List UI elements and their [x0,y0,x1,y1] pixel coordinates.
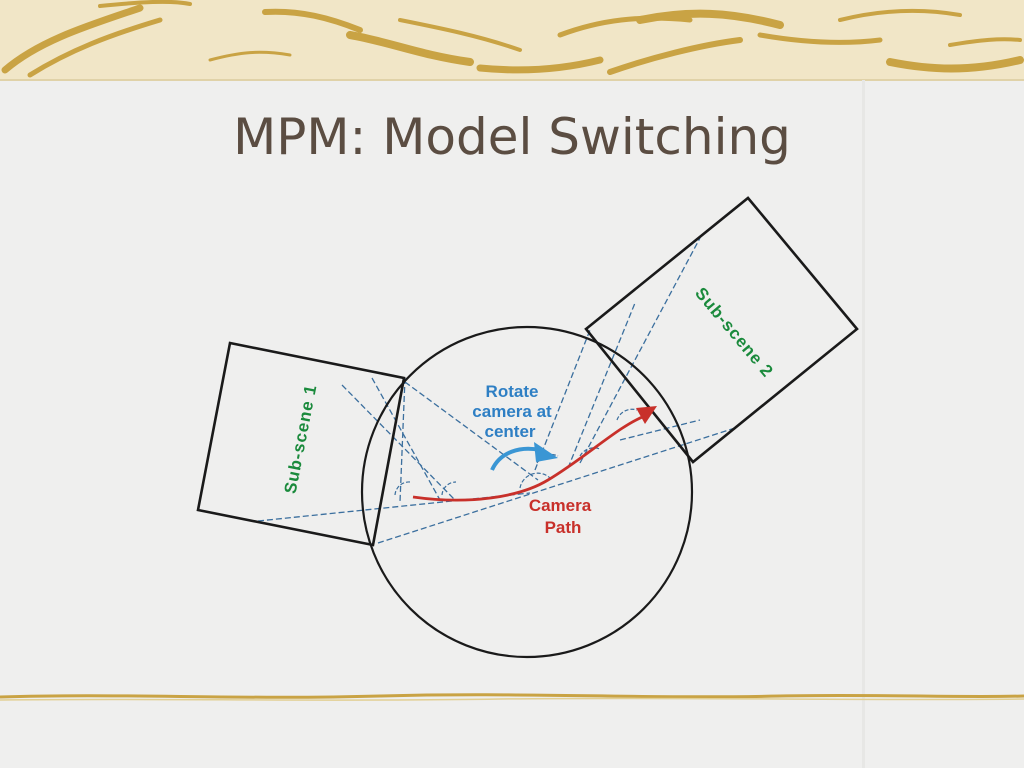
slide-title: MPM: Model Switching [233,108,791,166]
rotate-arrow-head [534,442,558,462]
sub-scene-1-label: Sub-scene 1 [281,383,321,496]
rotate-label-line1: Rotate [486,382,539,401]
camera-path-label-line1: Camera [529,496,592,515]
sub-scene-2-box [584,196,859,464]
bottom-border-decoration [0,693,1024,701]
sub-scene-2-label: Sub-scene 2 [691,284,777,381]
right-stripe-decoration [862,80,865,768]
sub-scene-1-box [196,341,406,547]
rotate-label-line3: center [484,422,535,441]
camera-path-curve [412,414,646,502]
rotate-label-line2: camera at [472,402,552,421]
top-border-decoration [0,0,1024,81]
camera-path-arrowhead [636,406,657,424]
view-frustum-lines [257,237,736,544]
camera-path-label-line2: Path [545,518,582,537]
rotation-circle [360,325,694,659]
